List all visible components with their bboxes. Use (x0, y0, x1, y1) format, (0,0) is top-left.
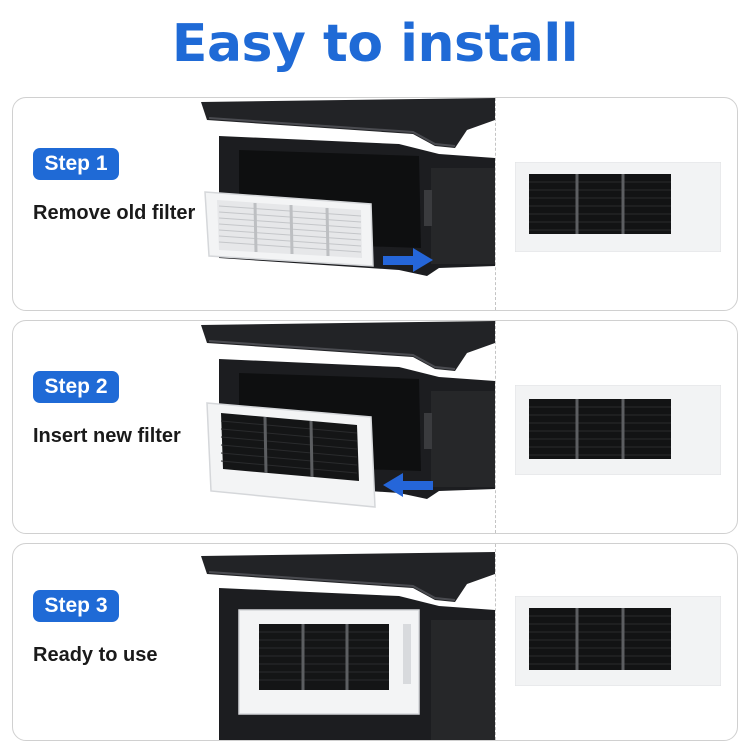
arrow-right-icon (383, 248, 433, 272)
page-title: Easy to install (171, 14, 579, 74)
filter-swatch (515, 385, 721, 475)
step-badge: Step 1 (33, 148, 119, 180)
device-illustration (201, 98, 495, 276)
divider (495, 321, 496, 533)
step-caption: Ready to use (33, 644, 158, 666)
step-card-1: Step 1 Remove old filter (12, 97, 738, 311)
device-illustration (201, 321, 495, 508)
step-badge: Step 3 (33, 590, 119, 622)
filter-swatch (515, 596, 721, 686)
divider (495, 98, 496, 310)
divider (495, 544, 496, 740)
step-card-2: Step 2 Insert new filter (12, 320, 738, 534)
step-caption: Remove old filter (33, 202, 196, 224)
old-filter (204, 191, 374, 267)
installed-filter (238, 609, 420, 715)
step-caption: Insert new filter (33, 425, 181, 447)
step-card-3: Step 3 Ready to use (12, 543, 738, 741)
arrow-left-icon (383, 473, 433, 497)
new-filter (206, 402, 376, 508)
step-badge: Step 2 (33, 371, 119, 403)
device-illustration (201, 552, 495, 740)
filter-swatch (515, 162, 721, 252)
